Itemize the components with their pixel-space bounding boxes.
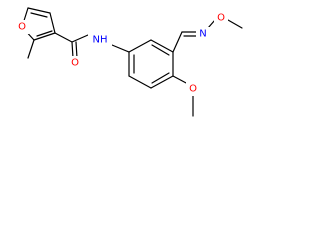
bond-ring-4-5-inner xyxy=(151,72,170,84)
bond-furan-c4-c5 xyxy=(27,7,51,14)
bond-n-o xyxy=(207,19,216,29)
bond-carbonyl-o-1 xyxy=(71,41,74,59)
bond-ring-o-methoxy xyxy=(172,75,189,85)
bond-carbonyl-nh xyxy=(71,34,89,43)
atom-oxime-nitrogen: N xyxy=(199,29,206,40)
atom-carbonyl-oxygen: O xyxy=(71,58,79,69)
atom-methoxy-oxygen: O xyxy=(189,84,197,95)
bond-ring-1-2 xyxy=(128,39,152,53)
molecule-structure-diagram: O O NH N O O xyxy=(15,7,243,117)
atom-oxime-oxygen: O xyxy=(217,13,225,24)
bond-ring-5-6 xyxy=(128,75,152,89)
bond-furan-c2-c3 xyxy=(33,32,56,41)
bond-ring-2-3-inner xyxy=(151,44,170,56)
bond-furan-methyl xyxy=(27,39,35,59)
atom-amide-nh: NH xyxy=(93,35,108,46)
atom-furan-oxygen: O xyxy=(18,22,26,33)
bond-ring-ch xyxy=(172,31,183,53)
bonds xyxy=(21,7,243,117)
bond-furan-c2-c3-inner xyxy=(36,30,53,37)
bond-ring-4-5 xyxy=(150,75,174,89)
bond-ring-2-3 xyxy=(150,39,174,53)
bond-nh-ring xyxy=(111,44,130,53)
bond-o-ch3 xyxy=(227,19,243,29)
bond-furan-c4-c5-inner xyxy=(30,12,48,18)
bond-furan-c3-c4 xyxy=(49,12,56,34)
atom-labels: O O NH N O O xyxy=(15,11,228,96)
bond-carbonyl-o-2 xyxy=(75,41,78,59)
bond-c3-carbonyl xyxy=(54,32,73,43)
